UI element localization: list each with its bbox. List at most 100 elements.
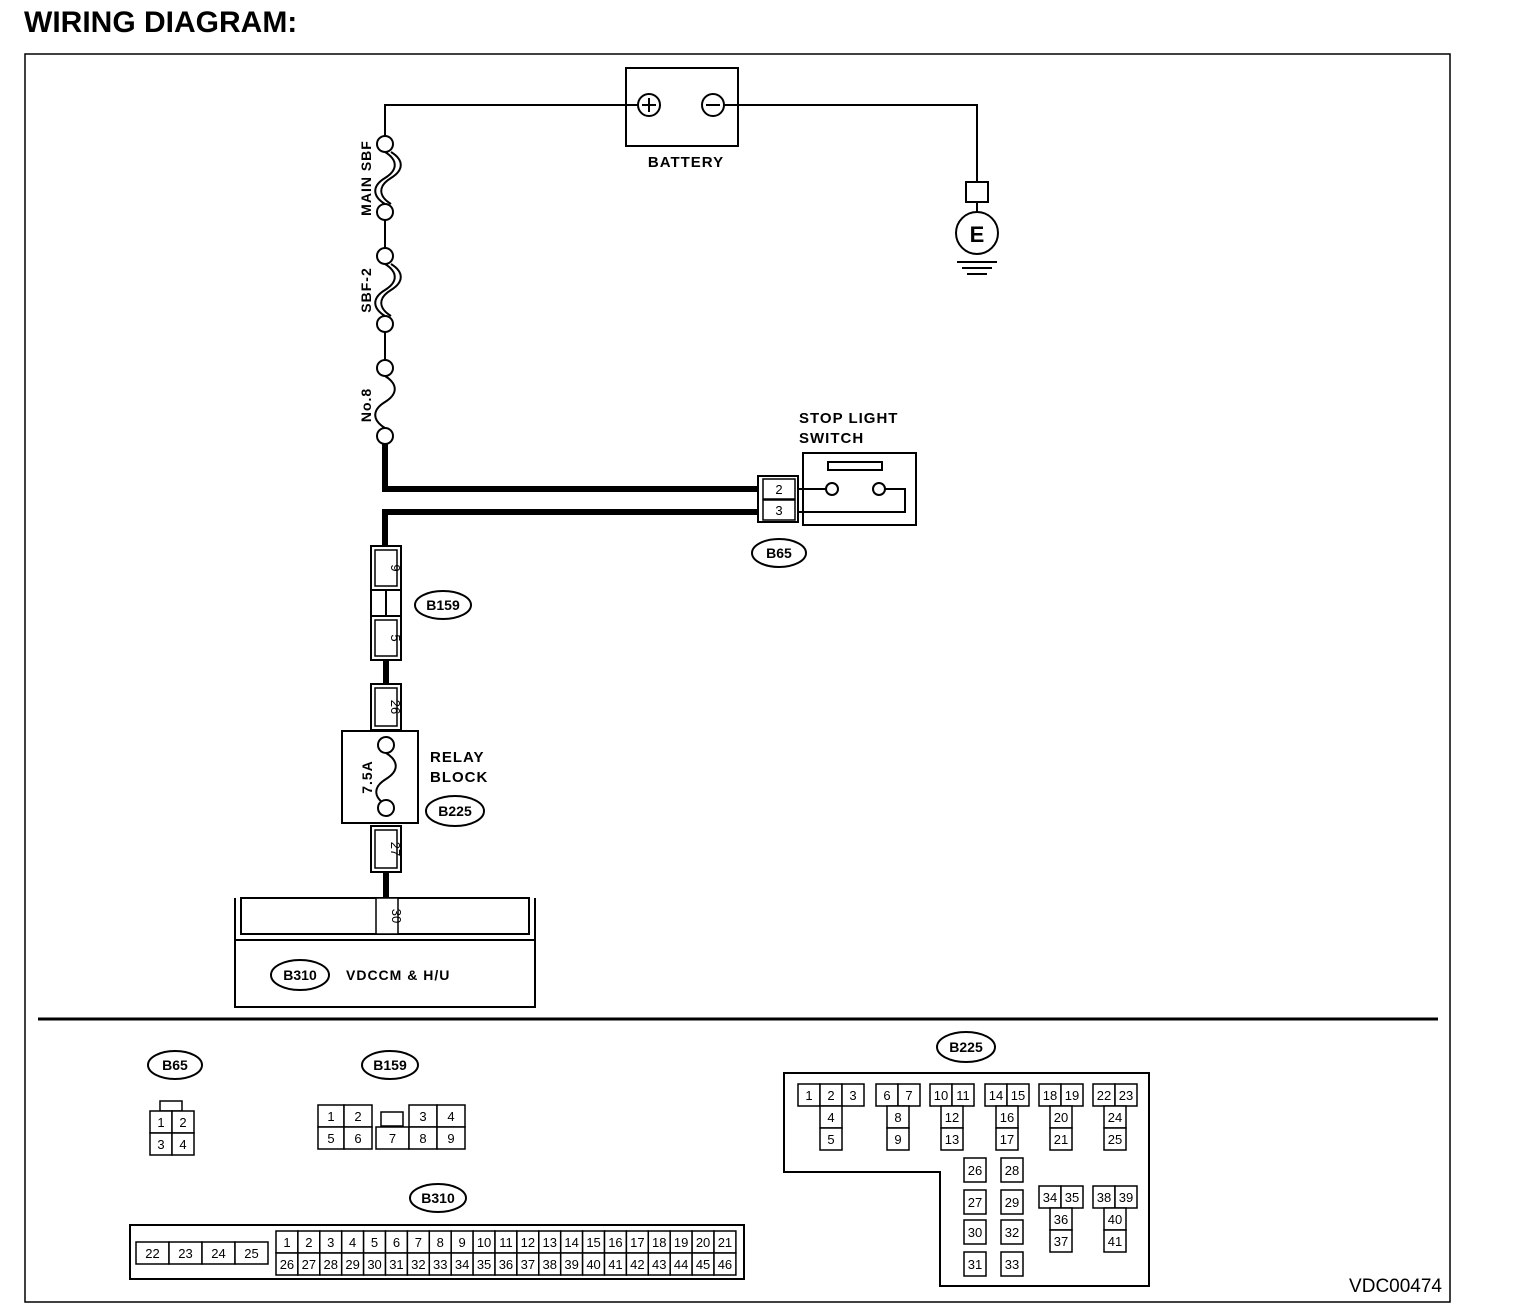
pin-label: 35: [477, 1257, 491, 1272]
b310-pin: 40: [581, 1252, 606, 1276]
stop-light-switch: STOP LIGHT SWITCH 2 3 B65: [751, 410, 917, 568]
ground-label: E: [970, 222, 985, 247]
b225-pin: 9: [886, 1127, 910, 1151]
pin-label: 24: [211, 1246, 225, 1261]
b159-pin: 7: [375, 1126, 410, 1150]
b225-pin: 19: [1060, 1083, 1084, 1107]
stop-light-switch-label-1: STOP LIGHT: [799, 410, 898, 427]
pin-label: 19: [1065, 1088, 1079, 1103]
pin-label: 9: [459, 1235, 466, 1250]
pin-label: 27: [968, 1195, 982, 1210]
b310-pin: 44: [669, 1252, 693, 1276]
b310-pin: 7: [406, 1230, 431, 1254]
b310-pin: 11: [494, 1230, 518, 1254]
connector-view-b310-label: B310: [421, 1190, 455, 1206]
pin-label: 30: [367, 1257, 381, 1272]
pin-label: 28: [324, 1257, 338, 1272]
pin-label: 1: [805, 1088, 812, 1103]
b310-pin: 36: [494, 1252, 518, 1276]
pin-label: 13: [543, 1235, 557, 1250]
b159-pin: 8: [408, 1126, 438, 1150]
b225-pin: 16: [995, 1105, 1019, 1129]
pin-label: 1: [157, 1115, 164, 1130]
pin-label: 30: [968, 1225, 982, 1240]
battery-label: BATTERY: [648, 154, 724, 171]
pin-label: 7: [905, 1088, 912, 1103]
b310-pin: 18: [647, 1230, 671, 1254]
pin-label: 38: [543, 1257, 557, 1272]
ground-symbol: E: [955, 181, 999, 275]
switch-pin-2: 2: [775, 482, 782, 497]
fuse-sbf2: SBF-2: [358, 247, 402, 333]
b310-pin: 12: [516, 1230, 540, 1254]
b225-pin: 12: [940, 1105, 964, 1129]
figure-code: VDC00474: [1349, 1276, 1442, 1297]
page-title: WIRING DIAGRAM:: [24, 6, 298, 39]
b225-pin: 2: [819, 1083, 843, 1107]
pin-label: 6: [393, 1235, 400, 1250]
b310-pin: 17: [625, 1230, 650, 1254]
b159-pin: 2: [343, 1104, 373, 1128]
pin-label: 10: [934, 1088, 948, 1103]
b310-pin: 30: [362, 1252, 387, 1276]
b225-pin: 37: [1049, 1229, 1073, 1253]
pin-label: 45: [696, 1257, 710, 1272]
pin-label: 21: [718, 1235, 732, 1250]
pin-label: 6: [354, 1131, 361, 1146]
b310-pin: 32: [406, 1252, 431, 1276]
pin-label: 14: [989, 1088, 1003, 1103]
b159-pin: 6: [343, 1126, 373, 1150]
b225-pin: 14: [984, 1083, 1008, 1107]
pin-label: 3: [419, 1109, 426, 1124]
connector-tag-b310-text: B310: [283, 967, 317, 983]
pin-label: 37: [521, 1257, 535, 1272]
pin-label: 7: [415, 1235, 422, 1250]
wire-battery-positive: [384, 104, 638, 136]
pin-label: 18: [652, 1235, 666, 1250]
b310-pin: 42: [625, 1252, 650, 1276]
b310-pin: 16: [603, 1230, 628, 1254]
switch-pin-3: 3: [775, 503, 782, 518]
stop-light-switch-label-2: SWITCH: [799, 430, 864, 447]
fuse-main-sbf-label: MAIN SBF: [358, 140, 374, 216]
pin-label: 14: [564, 1235, 578, 1250]
relay-block-label-2: BLOCK: [430, 769, 488, 786]
b159-pin: 3: [408, 1104, 438, 1128]
connector-view-b159-label: B159: [373, 1057, 407, 1073]
b310-pin: 37: [516, 1252, 540, 1276]
pin-label: 28: [1005, 1163, 1019, 1178]
pin-label: 12: [521, 1235, 535, 1250]
junction-b159: 9 5 B159: [370, 545, 472, 661]
b310-pin: 39: [559, 1252, 584, 1276]
b225-pin: 13: [940, 1127, 964, 1151]
pin-label: 12: [945, 1110, 959, 1125]
b225-pin: 33: [1000, 1251, 1024, 1277]
b310-pin: 23: [168, 1241, 203, 1265]
b225-pin: 41: [1103, 1229, 1127, 1253]
b225-pin: 29: [1000, 1189, 1024, 1215]
connector-tag-b159: [414, 590, 472, 620]
b225-pin: 1: [797, 1083, 821, 1107]
b310-pin: 19: [669, 1230, 693, 1254]
pin-label: 2: [827, 1088, 834, 1103]
b310-pin: 29: [340, 1252, 365, 1276]
b225-pin: 39: [1114, 1185, 1138, 1209]
pin-label: 11: [956, 1088, 970, 1103]
pin-label: 32: [411, 1257, 425, 1272]
b225-pin: 6: [875, 1083, 899, 1107]
pin-label: 25: [244, 1246, 258, 1261]
b310-pin: 2: [297, 1230, 321, 1254]
b225-pin: 7: [897, 1083, 921, 1107]
b310-pin: 41: [603, 1252, 628, 1276]
pin-label: 34: [1043, 1190, 1057, 1205]
b310-pin: 34: [450, 1252, 474, 1276]
b310-pin: 15: [581, 1230, 606, 1254]
b310-pin: 6: [384, 1230, 409, 1254]
b225-pin: 8: [886, 1105, 910, 1129]
b225-pin: 31: [963, 1251, 987, 1277]
b225-pin: 22: [1092, 1083, 1116, 1107]
pin-label: 33: [433, 1257, 447, 1272]
pin-label: 13: [945, 1132, 959, 1147]
pin-label: 23: [178, 1246, 192, 1261]
